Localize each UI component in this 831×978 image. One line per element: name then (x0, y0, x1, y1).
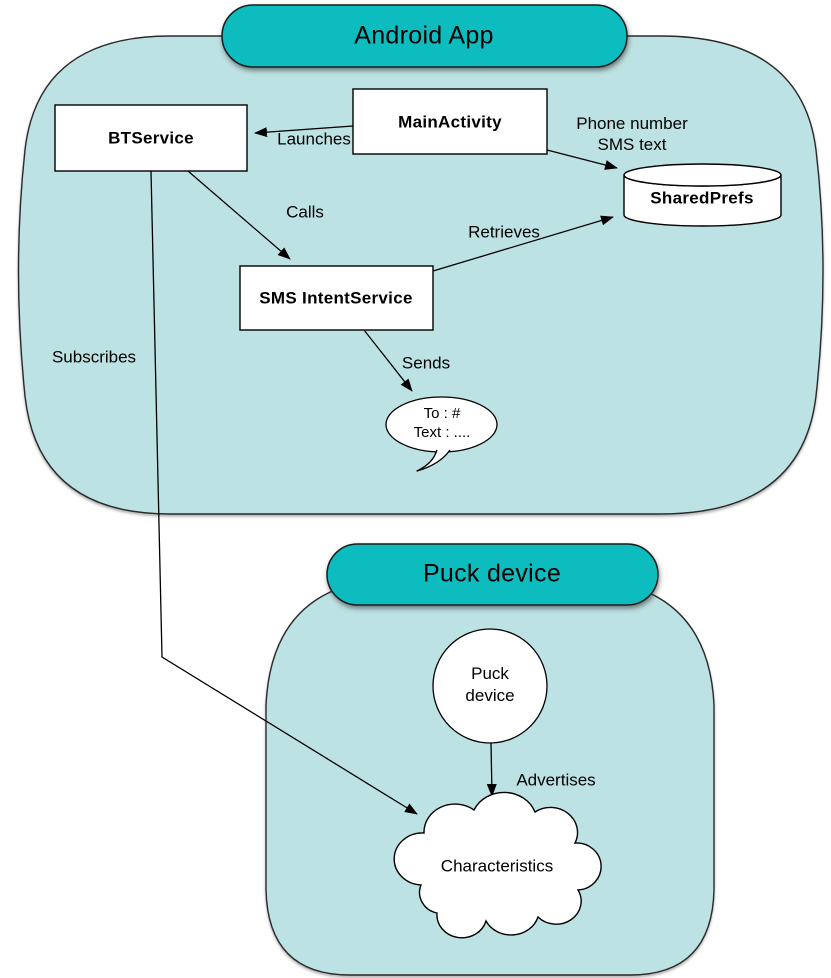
edge-retrieves (432, 215, 614, 272)
puck-device-line-2: device (465, 686, 515, 705)
edge-sends (363, 329, 413, 392)
edge-store (546, 149, 618, 170)
edge-calls-label: Calls (286, 202, 324, 222)
store-note-line-1: Phone number (576, 114, 688, 133)
mainactivity-node (352, 88, 548, 155)
puck-device-label: Puck device (465, 663, 514, 707)
puck-group-shape (265, 577, 715, 976)
characteristics-label: Characteristics (440, 856, 554, 876)
sms-intentservice-label: SMS IntentService (259, 288, 413, 308)
characteristics-cloud (393, 791, 602, 939)
store-note-line-2: SMS text (597, 135, 667, 154)
edge-calls (187, 170, 291, 260)
edge-retrieves-label: Retrieves (468, 222, 540, 242)
puck-group-title: Puck device (422, 559, 562, 588)
sms-intentservice-node (239, 265, 434, 331)
store-note-label: Phone number SMS text (576, 113, 688, 155)
edge-launches-label: Launches (277, 129, 351, 149)
sharedprefs-cylinder (623, 163, 782, 227)
android-group-title-pill (221, 4, 628, 68)
edge-launches (254, 125, 354, 138)
sms-bubble-line-2: Text : .... (413, 424, 471, 441)
sms-bubble-label: To : # Text : .... (414, 404, 471, 442)
mainactivity-label: MainActivity (398, 112, 502, 132)
android-group-title: Android App (354, 21, 494, 50)
sharedprefs-label: SharedPrefs (650, 188, 754, 208)
puck-device-line-1: Puck (471, 664, 509, 683)
sms-bubble (385, 396, 498, 472)
edge-subscribes-label: Subscribes (51, 347, 137, 367)
puck-group-title-pill (326, 543, 659, 606)
edge-sends-label: Sends (401, 353, 451, 373)
edge-advertises (486, 742, 497, 797)
sms-bubble-line-1: To : # (423, 405, 461, 422)
btservice-label: BTService (108, 128, 194, 148)
edge-subscribes (150, 170, 418, 815)
edge-advertises-label: Advertises (516, 770, 596, 790)
btservice-node (54, 104, 248, 172)
puck-device-circle (432, 628, 548, 744)
